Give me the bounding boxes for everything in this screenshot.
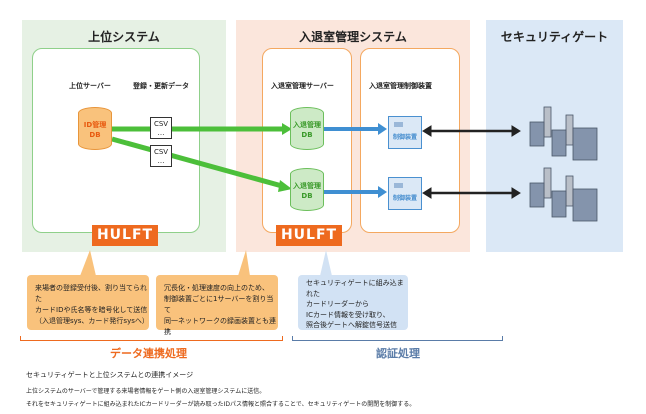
blue-arrowhead-1: [378, 123, 387, 135]
callout-line: セキュリティゲートに組み込まれた: [306, 279, 404, 298]
control-device-label: 入退室管理制御装置: [369, 82, 432, 90]
flow-arrows: [111, 106, 598, 222]
bidirectional-arrow-2: [422, 187, 521, 199]
green-arrow-2: [111, 136, 283, 189]
upper-system-title: 上位システム: [88, 30, 160, 44]
callout-line: 冗長化・処理速度の向上のため、: [164, 284, 269, 292]
gate-icon-1: [529, 106, 598, 161]
callout-line: カードIDや氏名等を暗号化して送信: [35, 306, 148, 314]
access-db-icon-2: 入退管理 DB: [290, 168, 324, 211]
callout-line: 照合後ゲートへ解錠信号送信: [306, 321, 397, 329]
csv-dots: …: [157, 157, 165, 165]
blue-arrowhead-2: [378, 186, 387, 198]
hulft-logo-upper: HULFT: [92, 225, 158, 246]
callout-gate: セキュリティゲートに組み込まれた カードリーダーから ICカード情報を受け取り、…: [298, 275, 408, 330]
control-device-icon-1: 制御装置: [388, 116, 422, 149]
control-device-icon-2: 制御装置: [388, 177, 422, 210]
callout-line: （入退管理sys、カード発行sysへ）: [35, 317, 149, 325]
upper-server-label: 上位サーバー: [69, 82, 111, 90]
callout-line: 制御装置ごとに1サーバーを割り当て: [164, 295, 274, 314]
auth-label: 認証処理: [376, 347, 420, 360]
callout-line: 同一ネットワークの録画装置とも連携: [164, 317, 276, 336]
data-link-bracket: [20, 336, 283, 341]
security-gate-title: セキュリティゲート: [500, 30, 609, 44]
caption-title: セキュリティゲートと上位システムとの連携イメージ: [26, 371, 194, 379]
callout-line: カードリーダーから: [306, 300, 369, 308]
bidirectional-arrow-1: [422, 125, 521, 137]
caption-line-2: それをセキュリティゲートに組み込まれたICカードリーダーが読み取ったIDパス情報…: [26, 401, 416, 408]
csv-file-icon-2: CSV…: [150, 145, 172, 167]
green-arrowhead-1: [282, 123, 292, 135]
access-db-icon-1: 入退管理 DB: [290, 107, 324, 150]
callout-line: 来場者の登録受付後、割り当てられた: [35, 284, 147, 303]
callout-access: 冗長化・処理速度の向上のため、 制御装置ごとに1サーバーを割り当て 同一ネットワ…: [156, 275, 278, 336]
access-system-panel: 入退室管理システム: [236, 20, 470, 252]
auth-bracket: [292, 336, 503, 341]
callout-upper: 来場者の登録受付後、割り当てられた カードIDや氏名等を暗号化して送信 （入退管…: [27, 275, 149, 330]
green-arrowhead-2: [278, 180, 292, 192]
hulft-logo-access: HULFT: [276, 225, 342, 246]
callout-pointers: [80, 250, 332, 276]
data-link-label: データ連携処理: [110, 347, 187, 360]
csv-file-icon-1: CSV…: [150, 117, 172, 139]
access-system-title: 入退室管理システム: [299, 30, 407, 44]
update-data-label: 登録・更新データ: [133, 82, 189, 90]
caption-line-1: 上位システムのサーバーで管理する来場者情報をゲート側の入退室管理システムに送信。: [26, 388, 266, 395]
csv-dots: …: [157, 129, 165, 137]
csv-label: CSV: [153, 120, 169, 128]
id-management-db-icon: ID管理 DB: [78, 107, 112, 150]
gate-icon-2: [529, 167, 598, 222]
access-server-label: 入退室管理サーバー: [271, 82, 334, 90]
callout-line: ICカード情報を受け取り、: [306, 310, 390, 319]
csv-label: CSV: [153, 148, 169, 156]
